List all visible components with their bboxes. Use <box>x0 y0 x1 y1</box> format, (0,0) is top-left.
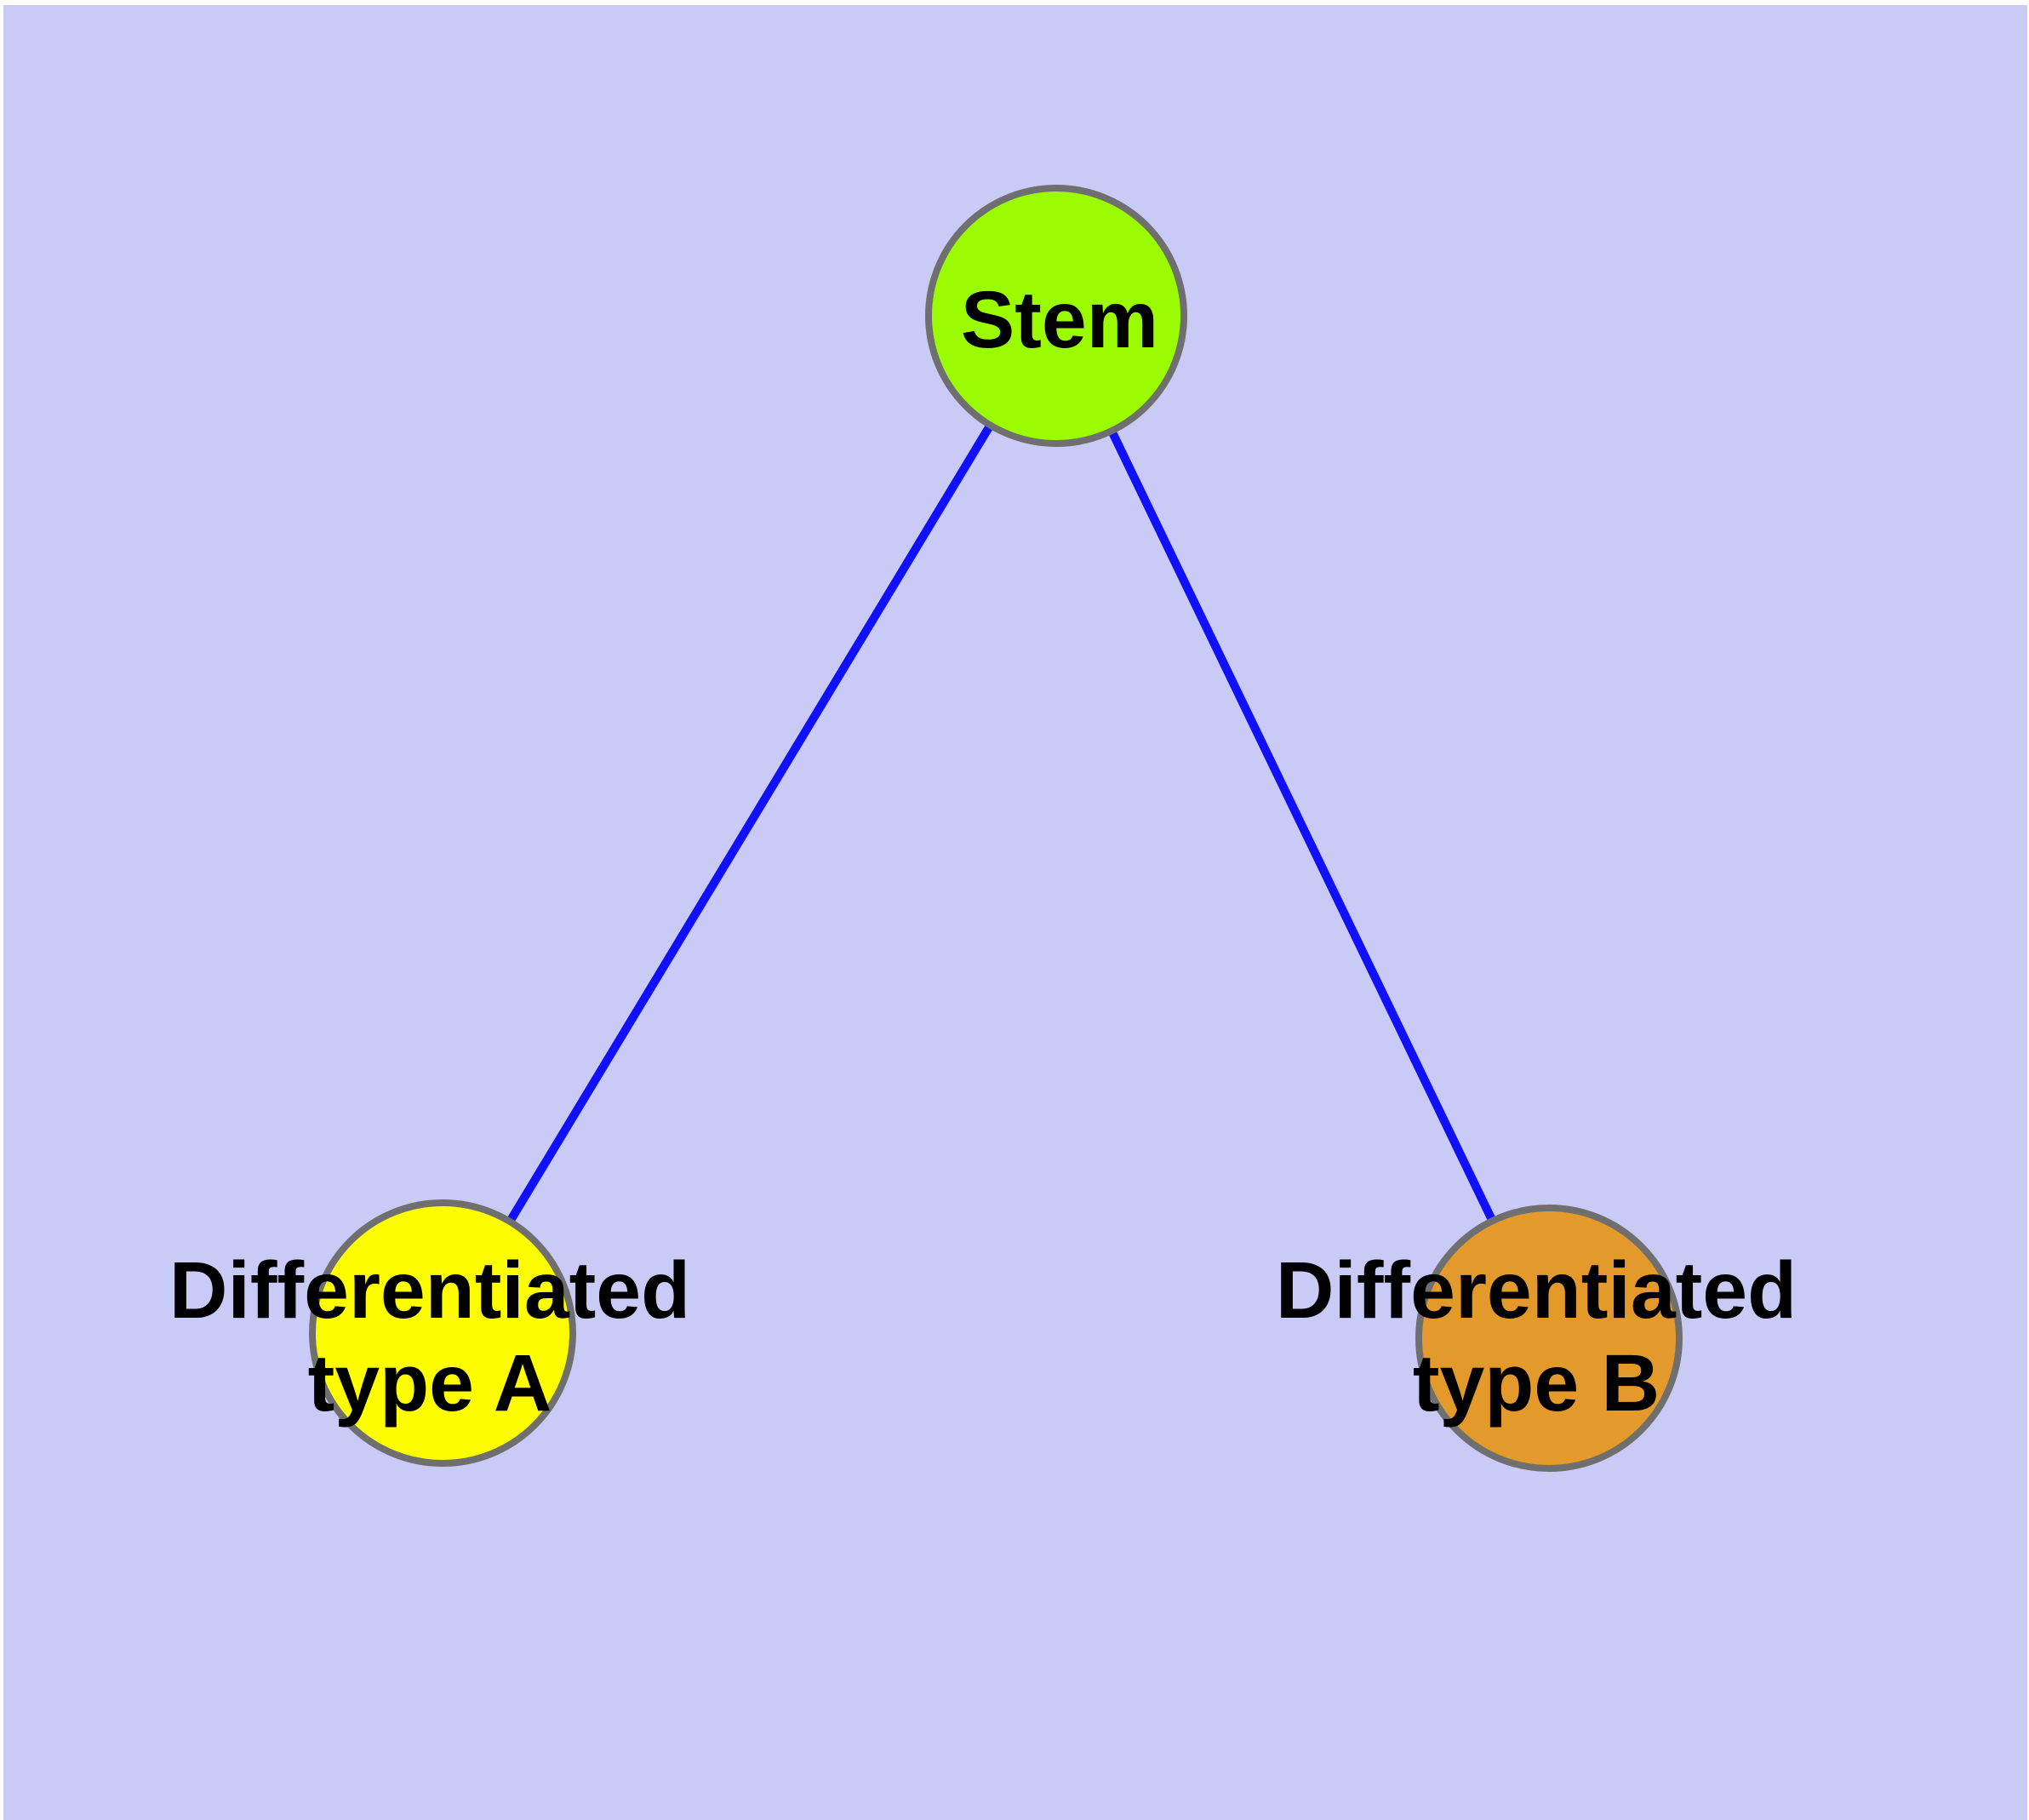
type-a-node-label-line1: Differentiated <box>169 1245 690 1336</box>
edge-stem-to-type-b <box>1052 313 1553 1341</box>
type-a-node-circle <box>309 1199 576 1467</box>
type-b-node-label-line2: type B <box>1413 1338 1660 1428</box>
stem-node-circle <box>925 185 1187 447</box>
edge-stem-to-type-a <box>438 313 1060 1336</box>
type-b-node-circle <box>1415 1205 1683 1472</box>
stem-node-label: Stem <box>961 275 1158 365</box>
type-a-node-label-line2: type A <box>308 1338 552 1428</box>
type-b-node-label-line1: Differentiated <box>1276 1245 1797 1336</box>
